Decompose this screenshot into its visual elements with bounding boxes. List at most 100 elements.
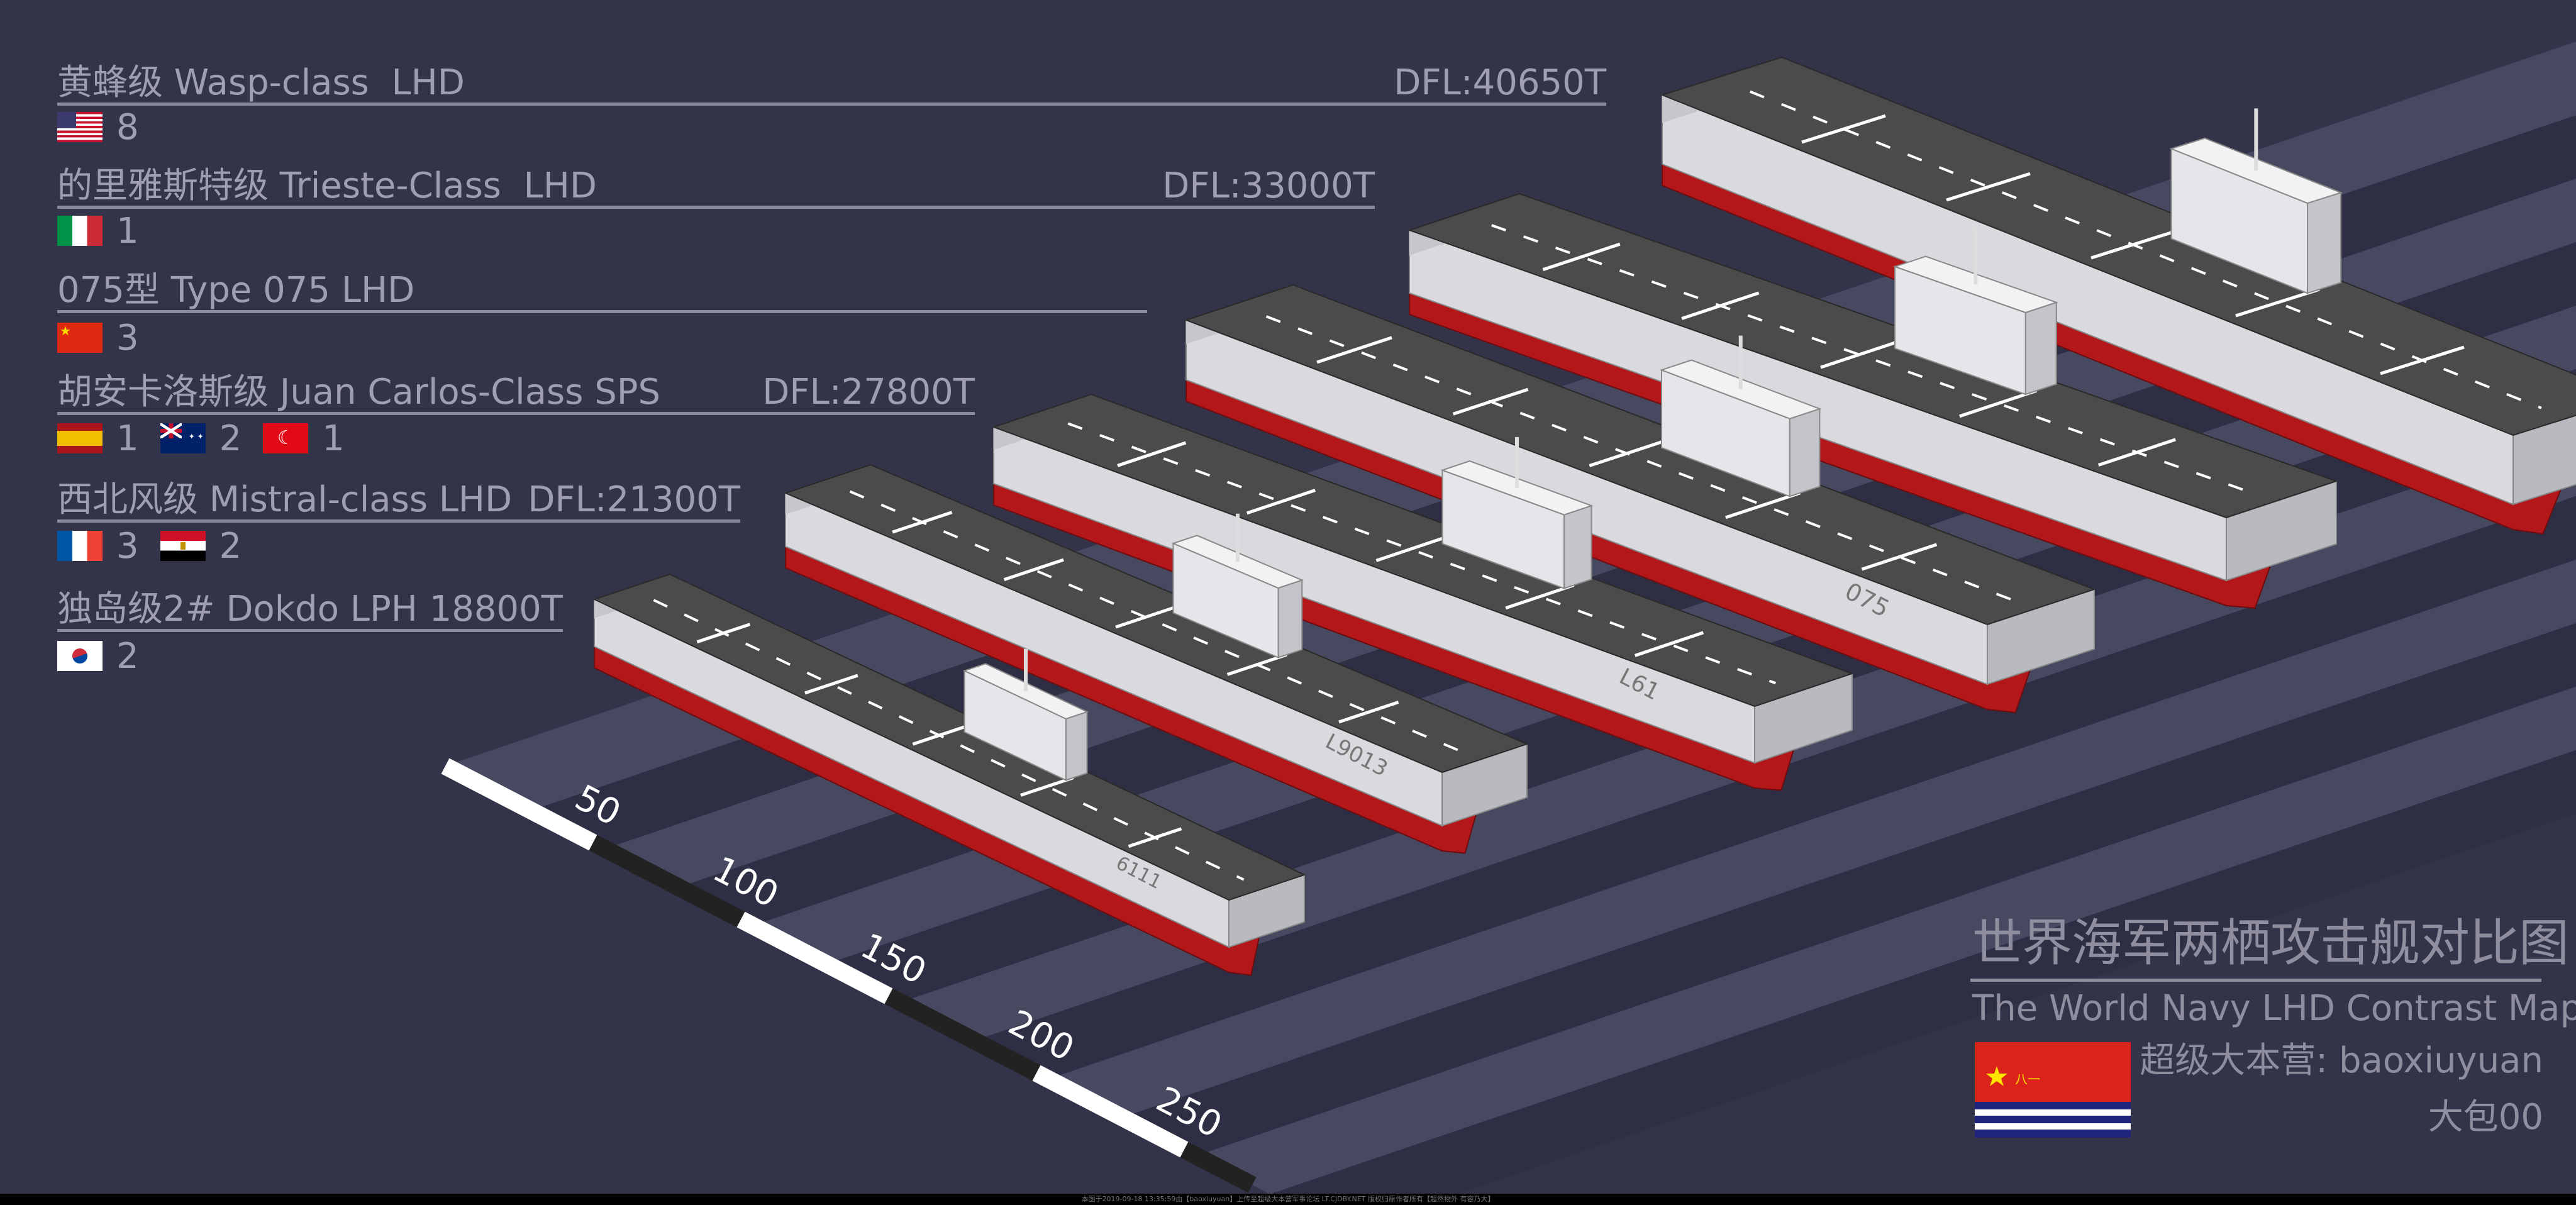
scale-ruler <box>441 758 1257 1193</box>
landing-spot-mark <box>892 511 953 534</box>
island-front <box>2307 191 2342 294</box>
australia-flag-icon <box>160 423 206 453</box>
ground-band <box>1270 750 2576 1205</box>
ground-band <box>1048 559 2576 1118</box>
ship-count: 1 <box>116 210 139 252</box>
pla-navy-flag-icon: 八一 <box>1975 1042 2131 1138</box>
class-row-dokdo: 独岛级2# Dokdo LPH 18800T <box>57 590 563 632</box>
ship-type-075: 075 <box>1184 284 2096 713</box>
island-front <box>1563 504 1592 589</box>
landing-spot-mark <box>1115 606 1176 629</box>
flight-deck <box>991 393 1855 708</box>
credit-text: 超级大本营: baoxiuyuan <box>2140 1040 2543 1081</box>
operators-dokdo: 2 <box>57 636 160 677</box>
landing-spot-mark <box>1959 389 2038 418</box>
landing-spot-mark <box>1452 387 1529 416</box>
ship-count: 2 <box>116 635 139 677</box>
landing-spot-mark <box>1635 631 1704 657</box>
class-name: 胡安卡洛斯级 Juan Carlos-Class SPS <box>57 372 661 413</box>
island-top <box>2169 137 2343 204</box>
landing-spot-mark <box>1542 242 1621 272</box>
landing-spot-mark <box>1003 558 1064 581</box>
island-front <box>2024 301 2057 396</box>
class-name: 西北风级 Mistral-class LHD <box>57 479 513 520</box>
deck-centerline <box>849 490 1462 753</box>
ruler-segment <box>736 911 893 1004</box>
landing-spot-mark <box>2090 230 2175 260</box>
class-name: 独岛级2# Dokdo LPH <box>57 589 418 630</box>
korea-flag-icon <box>57 641 103 671</box>
island-front <box>1277 579 1303 658</box>
landing-spot-mark <box>696 623 751 644</box>
title-divider <box>1970 979 2541 982</box>
flight-deck <box>1184 284 2096 626</box>
ruler-segment <box>441 758 597 851</box>
ground-band <box>1196 686 2576 1194</box>
landing-spot-mark <box>1589 439 1665 467</box>
class-displacement: DFL:40650T <box>1394 62 1606 103</box>
class-displacement: 18800T <box>429 589 563 630</box>
landing-spot-mark <box>804 674 858 695</box>
class-row-mistral: 西北风级 Mistral-class LHD DFL:21300T <box>57 480 740 523</box>
island-front <box>1789 408 1821 497</box>
author-text: 大包00 <box>2428 1097 2543 1138</box>
spain-flag-icon <box>57 423 103 453</box>
ship-count: 1 <box>116 418 139 459</box>
landing-spot-mark <box>2380 345 2465 375</box>
ruler-segment <box>1032 1065 1189 1158</box>
ship-mistral: L9013 <box>784 464 1529 854</box>
landing-spot-mark <box>2097 438 2176 467</box>
landing-spot-mark <box>912 725 967 746</box>
landing-spot-mark <box>1246 489 1316 515</box>
island-top <box>1892 255 2058 314</box>
map-title-english: The World Navy LHD Contrast Map <box>1972 988 2576 1029</box>
deck-centerline <box>653 599 1245 881</box>
landing-spot-mark <box>1338 701 1399 724</box>
operators-juan-carlos: 1 2 ☾1 <box>57 418 366 459</box>
egypt-flag-icon <box>160 531 206 561</box>
class-displacement: DFL:21300T <box>528 479 740 520</box>
flight-deck <box>784 464 1529 774</box>
bow-face <box>2512 414 2576 506</box>
ship-count: 2 <box>219 418 242 459</box>
class-name: 075型 Type 075 LHD <box>57 270 415 311</box>
flag-emblem-text: 八一 <box>2015 1072 2040 1087</box>
operators-wasp: 8 <box>57 107 160 148</box>
operators-075: ★3 <box>57 318 160 358</box>
class-row-wasp: 黄蜂级 Wasp-class LHD DFL:40650T <box>57 64 1606 106</box>
island-top <box>962 663 1089 720</box>
operators-mistral: 3 2 <box>57 526 263 567</box>
flight-deck <box>1407 192 2339 519</box>
turkey-flag-icon: ☾ <box>263 423 309 453</box>
landing-spot-mark <box>1801 114 1886 144</box>
ship-count: 3 <box>116 525 139 567</box>
operators-trieste: 1 <box>57 211 160 252</box>
class-row-075: 075型 Type 075 LHD <box>57 271 1147 313</box>
landing-spot-mark <box>1505 584 1575 610</box>
landing-spot-mark <box>1117 441 1187 467</box>
footer-watermark: 本图于2019-09-18 13:35:59由【baoxiuyuan】上传至超级… <box>0 1194 2576 1205</box>
landing-spot-mark <box>1820 340 1899 369</box>
landing-spot-mark <box>1725 491 1801 519</box>
ground-band <box>1122 623 2576 1156</box>
class-name: 黄蜂级 Wasp-class LHD <box>57 62 465 103</box>
ship-wasp <box>1660 56 2576 535</box>
ship-count: 8 <box>116 106 139 148</box>
landing-spot-mark <box>1946 172 2031 202</box>
deck-centerline <box>1067 422 1777 685</box>
class-displacement: DFL:33000T <box>1162 165 1375 206</box>
flight-deck <box>592 573 1306 901</box>
ruler-segment <box>589 835 745 928</box>
landing-spot-mark <box>1861 543 1938 571</box>
landing-spot-mark <box>1681 291 1760 320</box>
class-name: 的里雅斯特级 Trieste-Class LHD <box>57 165 597 206</box>
class-row-trieste: 的里雅斯特级 Trieste-Class LHD DFL:33000T <box>57 167 1375 209</box>
france-flag-icon <box>57 531 103 561</box>
map-title-chinese: 世界海军两栖攻击舰对比图 <box>1972 914 2569 972</box>
us-flag-icon <box>57 112 103 142</box>
landing-spot-mark <box>1020 776 1074 797</box>
landing-spot-mark <box>1128 827 1182 848</box>
